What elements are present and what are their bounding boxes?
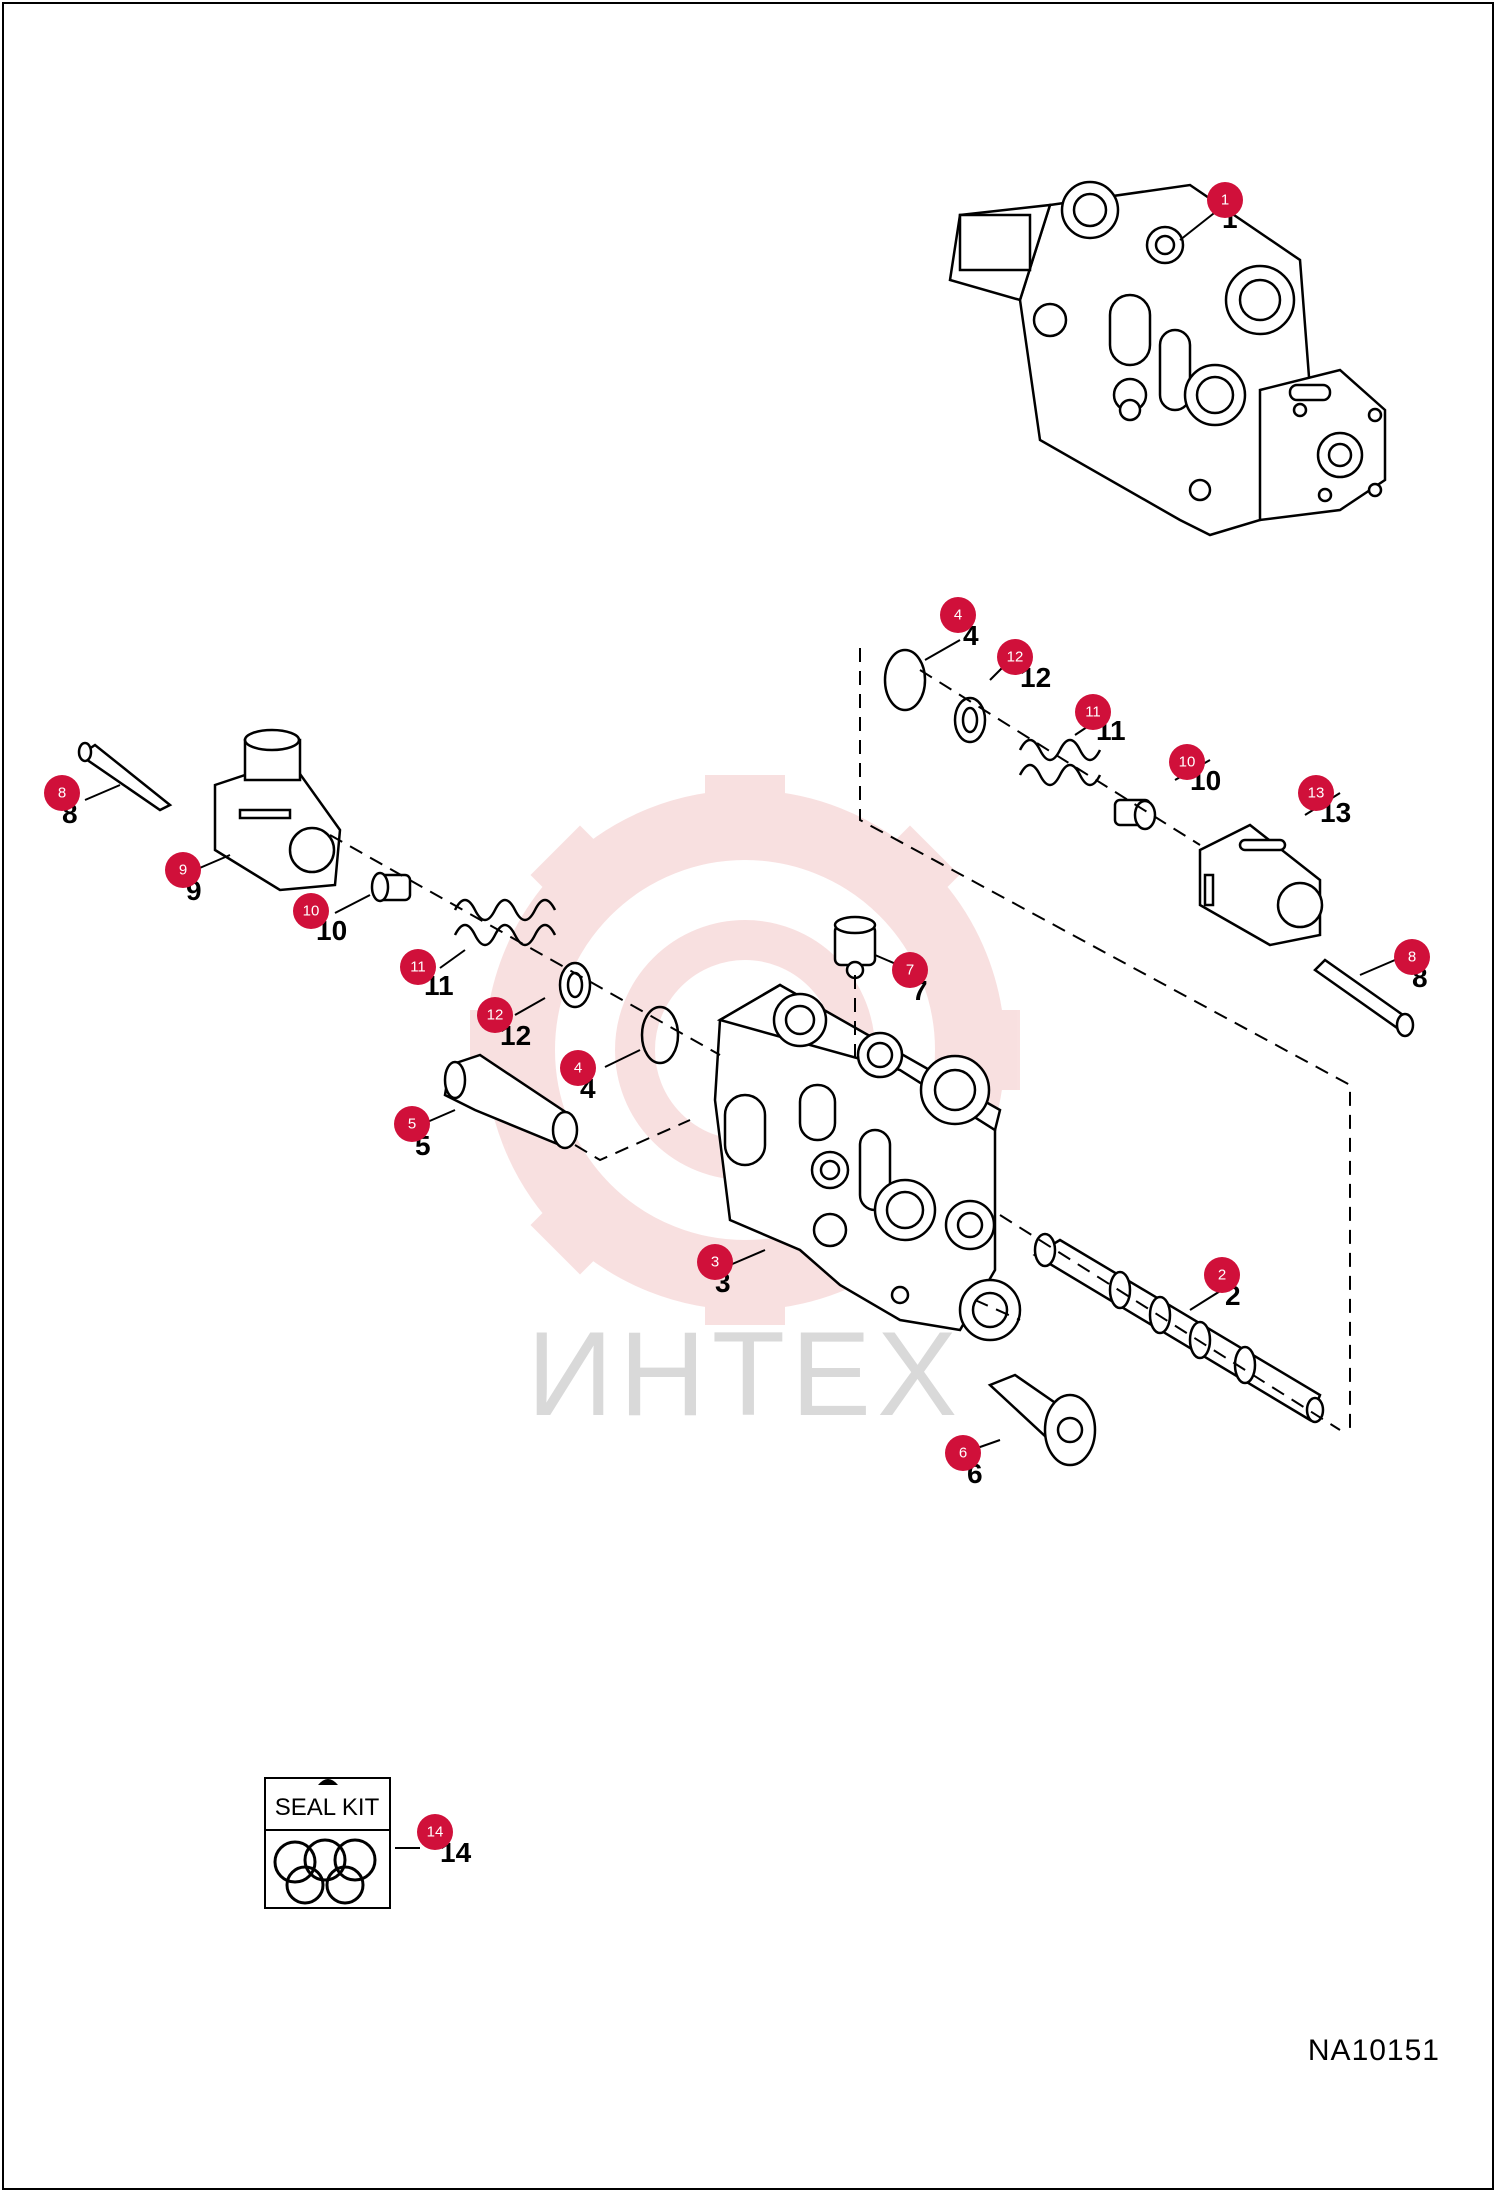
part-6-plug <box>987 1373 1097 1467</box>
callout-group: 1122334444556677888899101010101111111112… <box>44 182 1430 1868</box>
seal-kit-label: SEAL KIT <box>275 1794 380 1821</box>
callout-badge <box>697 1244 733 1280</box>
part-8-bolt-right <box>1313 958 1415 1038</box>
part-7-check-valve <box>833 915 877 980</box>
part-5-relief-valve-cartridge <box>443 1053 579 1150</box>
callout-badge <box>1204 1257 1240 1293</box>
callout-badge-number: 1 <box>1221 192 1229 209</box>
part-4-o-ring-right <box>883 648 927 712</box>
part-12-washer-right <box>953 696 987 744</box>
callout-badge <box>1298 775 1334 811</box>
callout-badge <box>997 639 1033 675</box>
callout-badge-number: 4 <box>954 607 962 624</box>
callout-badge-number: 9 <box>179 862 187 879</box>
part-1-valve-section-assembly <box>948 180 1387 537</box>
part-13-end-cap-right <box>1198 823 1324 947</box>
callout-c4a: 44 <box>940 597 979 651</box>
callout-badge <box>400 949 436 985</box>
callout-badge-number: 6 <box>959 1445 967 1462</box>
callout-badge-number: 8 <box>58 785 66 802</box>
part-10-spring-seat-right <box>1113 798 1157 831</box>
figure-code: NA10151 <box>1307 2034 1440 2067</box>
callout-badge-number: 11 <box>410 959 426 976</box>
callout-badge <box>892 952 928 988</box>
part-4-o-ring-left <box>640 1005 680 1065</box>
callout-badge <box>940 597 976 633</box>
callout-c8b: 88 <box>1394 939 1430 993</box>
part-11-spring-right <box>1018 738 1102 787</box>
callout-c5: 55 <box>394 1106 431 1161</box>
callout-badge-number: 7 <box>906 962 914 979</box>
callout-badge-number: 12 <box>487 1007 504 1024</box>
callout-badge <box>1207 182 1243 218</box>
callout-badge-number: 11 <box>1085 704 1101 721</box>
callout-badge <box>417 1814 453 1850</box>
callout-c9: 99 <box>165 852 202 906</box>
callout-c7: 77 <box>892 952 928 1006</box>
part-11-spring-left <box>453 898 557 947</box>
callout-badge-number: 10 <box>303 903 320 920</box>
watermark-text: ИНТЕХ <box>527 1307 963 1441</box>
callout-badge <box>945 1435 981 1471</box>
callout-badge <box>44 775 80 811</box>
callout-badge-number: 5 <box>408 1116 416 1133</box>
callout-badge <box>560 1050 596 1086</box>
assembly-dashed-lines <box>329 648 1351 1431</box>
callout-badge-number: 13 <box>1308 785 1325 802</box>
callout-c1: 11 <box>1207 182 1243 234</box>
callout-c6: 66 <box>945 1435 983 1489</box>
callout-badge-number: 2 <box>1218 1267 1226 1284</box>
callout-badge <box>477 997 513 1033</box>
seal-kit-rings-icon <box>273 1838 377 1905</box>
part-8-bolt-left <box>77 741 173 812</box>
part-3-valve-body <box>713 983 1022 1342</box>
callout-c3: 33 <box>697 1244 733 1298</box>
callout-badge-number: 12 <box>1007 649 1024 666</box>
callout-c4b: 44 <box>560 1050 596 1104</box>
callout-badge-number: 14 <box>427 1824 444 1841</box>
callout-badge <box>293 893 329 929</box>
callout-badge-number: 4 <box>574 1060 582 1077</box>
callout-badge-number: 10 <box>1179 754 1196 771</box>
callout-badge <box>394 1106 430 1142</box>
callout-badge <box>1169 744 1205 780</box>
part-9-end-cap-left <box>213 728 342 892</box>
callout-badge-number: 8 <box>1408 949 1416 966</box>
callout-badge <box>165 852 201 888</box>
seal-kit-box <box>264 1777 391 1909</box>
callout-c8a: 88 <box>44 775 80 829</box>
callout-badge <box>1394 939 1430 975</box>
part-10-spring-seat-left <box>370 871 412 903</box>
callout-c2: 22 <box>1204 1257 1241 1311</box>
callout-badge-number: 3 <box>711 1254 719 1271</box>
part-12-washer-left <box>558 961 592 1009</box>
callout-badge <box>1075 694 1111 730</box>
